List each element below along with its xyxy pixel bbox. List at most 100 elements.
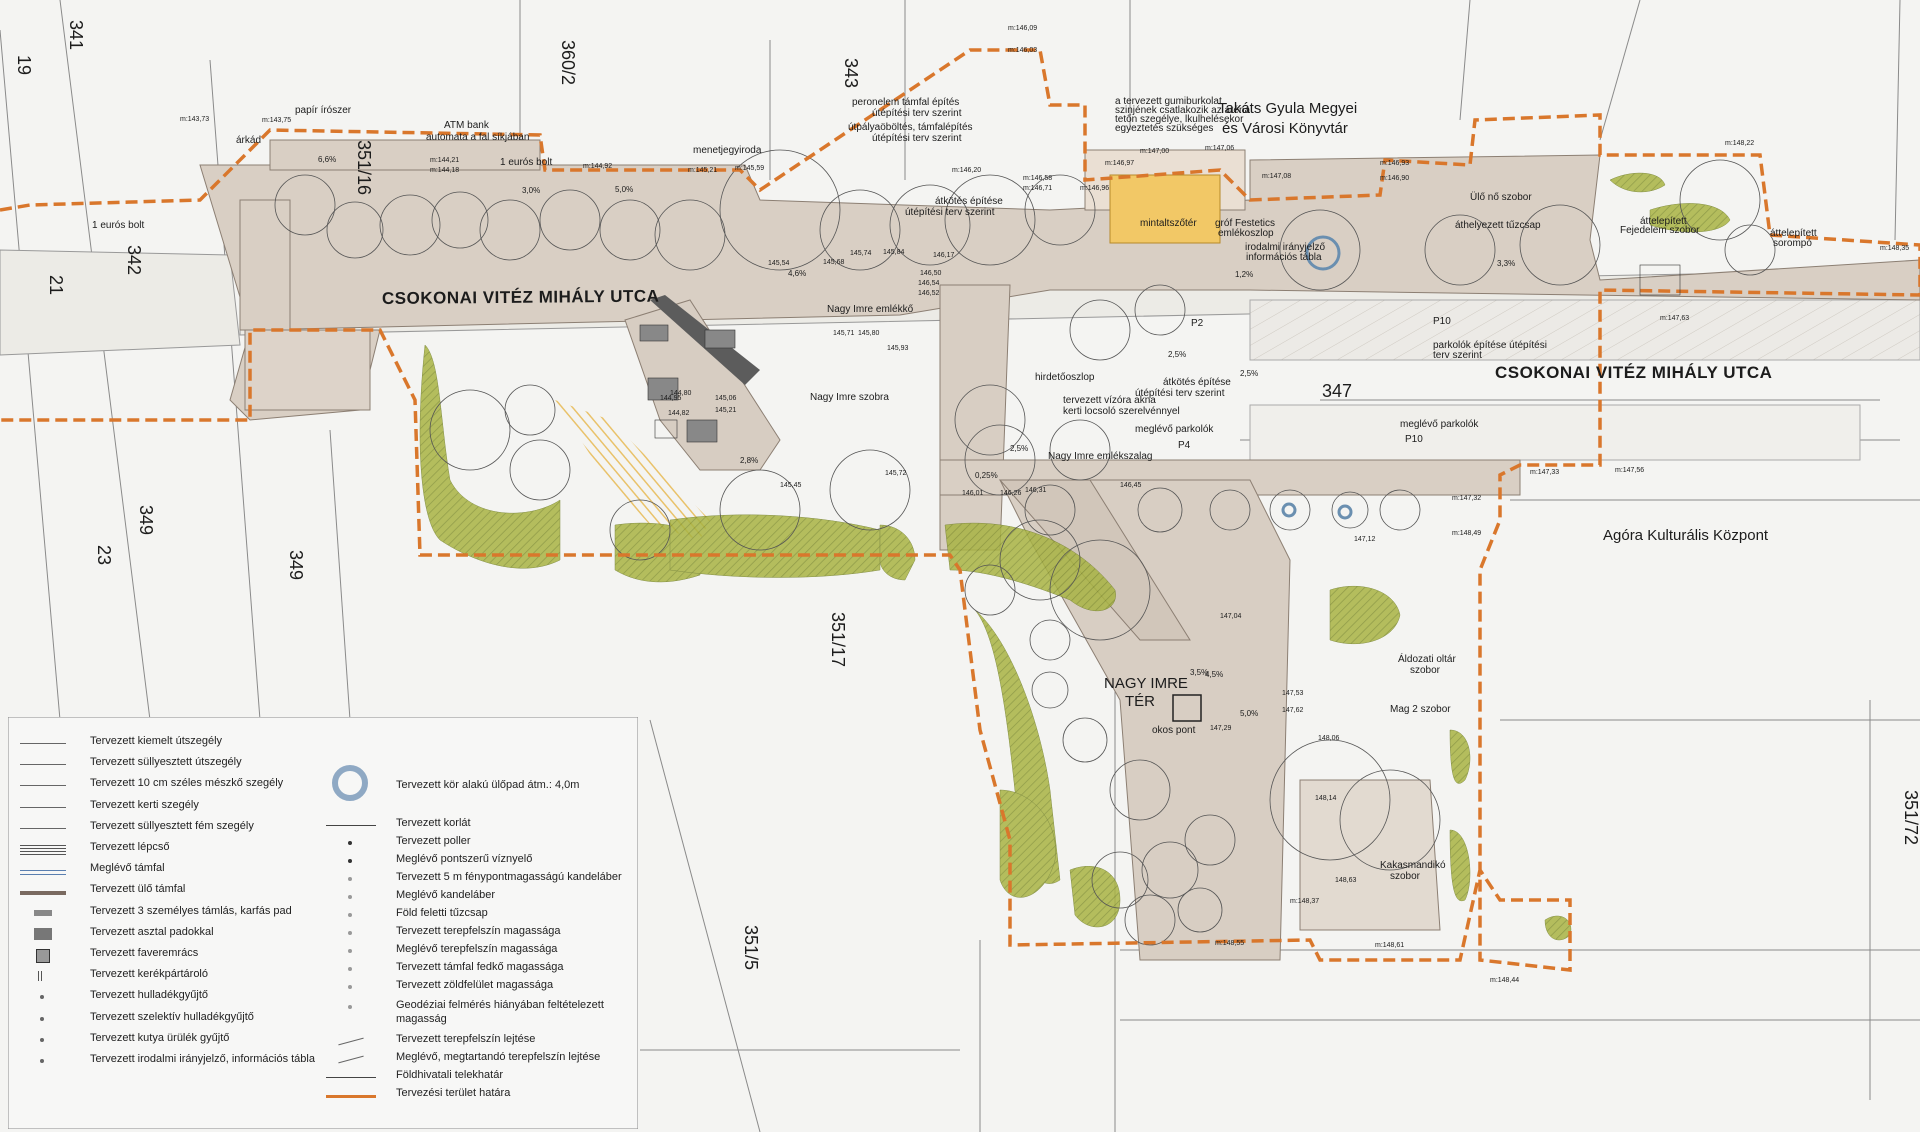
label-festetics2: emlékoszlop — [1218, 228, 1274, 239]
level-marker: m:143,75 — [262, 117, 291, 124]
label-meglevo-parkolok-p4: meglévő parkolók — [1135, 424, 1214, 435]
level-marker: 144,80 — [670, 390, 692, 397]
level-marker: 145,06 — [715, 395, 737, 402]
level-marker: m:143,73 — [180, 116, 209, 123]
label-euro-shop-1: 1 eurós bolt — [500, 157, 552, 168]
label-kakas1: Kakasmandikó — [1380, 860, 1446, 871]
agora-name: Agóra Kulturális Központ — [1603, 527, 1769, 544]
label-atm1: ATM bank — [444, 120, 490, 131]
level-marker: m:147,32 — [1452, 495, 1481, 502]
label-parkolo1: parkolók építése útépítési — [1433, 340, 1547, 351]
legend-item: Tervezett irodalmi irányjelző, informáci… — [90, 1053, 315, 1065]
level-marker: 146,31 — [1025, 487, 1047, 494]
slope-marker: 5,0% — [615, 185, 633, 194]
level-marker: 146,17 — [933, 252, 955, 259]
legend-symbol — [36, 949, 50, 963]
level-marker: 144,95 — [660, 395, 682, 402]
level-marker: 147,53 — [1282, 690, 1304, 697]
legend-symbol — [348, 967, 352, 971]
level-marker: 148,14 — [1315, 795, 1337, 802]
legend-symbol — [326, 1077, 376, 1078]
level-marker: 145,84 — [883, 249, 905, 256]
label-utpalya1: útpályaöböltés, támfalépítés — [848, 122, 973, 133]
label-vizora2: kerti locsoló szerelvénnyel — [1063, 406, 1180, 417]
plot-number: 349 — [136, 505, 156, 535]
legend-item: Tervezett támfal fedkő magassága — [396, 961, 564, 973]
level-marker: 145,54 — [768, 260, 790, 267]
legend-symbol — [348, 913, 352, 917]
plot-number: 21 — [46, 275, 66, 295]
legend-symbol — [348, 985, 352, 989]
legend-symbol — [20, 827, 66, 829]
legend-symbol — [332, 765, 368, 801]
legend-item: Tervezett süllyesztett fém szegély — [90, 819, 254, 832]
label-aldozati2: szobor — [1410, 665, 1441, 676]
legend-item: Tervezett kerékpártároló — [90, 968, 208, 981]
legend-symbol — [20, 870, 66, 876]
label-peron2: útépítési terv szerint — [872, 108, 962, 119]
legend-item: Tervezett süllyesztett útszegély — [90, 756, 242, 769]
library-name-line2: és Városi Könyvtár — [1222, 120, 1348, 137]
library-name-line1: Takáts Gyula Megyei — [1218, 100, 1357, 117]
label-meglevo-parkolok-p10: meglévő parkolók — [1400, 419, 1479, 430]
level-marker: 145,74 — [850, 250, 872, 257]
label-gumi3: tetőn szegélye, lkulhelésekor — [1115, 114, 1244, 125]
level-marker: 145,93 — [887, 345, 909, 352]
label-gumi1: a tervezett gumiburkolat — [1115, 96, 1222, 107]
label-arkad: árkád — [236, 135, 261, 146]
level-marker: m:146,20 — [952, 167, 981, 174]
legend-item: Meglévő kandeláber — [396, 889, 496, 901]
green-areas — [419, 172, 1731, 941]
label-p2: P2 — [1191, 318, 1204, 329]
level-marker: m:148,61 — [1375, 942, 1404, 949]
legend-symbol — [20, 806, 66, 808]
playground — [1109, 174, 1221, 244]
label-papir-iroszer: papír írószer — [295, 105, 352, 116]
level-marker: m:146,97 — [1105, 160, 1134, 167]
level-marker: m:148,35 — [1880, 245, 1909, 252]
slope-marker: 4,6% — [788, 269, 806, 278]
legend-item: Tervezett terepfelszín magassága — [396, 925, 561, 937]
legend-symbol — [40, 995, 44, 1000]
level-marker: m:146,03 — [1008, 47, 1037, 54]
plot-number: 351/16 — [354, 140, 374, 195]
label-vizora1: tervezett vízóra akna — [1063, 395, 1156, 406]
label-nagy-imre-emlekszalag: Nagy Imre emlékszalag — [1048, 451, 1152, 462]
tree-canopies — [274, 149, 1776, 946]
level-marker: 145,21 — [715, 407, 737, 414]
plot-number: 347 — [1322, 381, 1352, 401]
square-name-line2: TÉR — [1125, 693, 1155, 710]
legend-symbol — [20, 743, 66, 744]
label-utpalya2: útépítési terv szerint — [872, 133, 962, 144]
level-marker: m:145,21 — [688, 167, 717, 174]
legend-item: magasság — [396, 1013, 447, 1025]
legend-item: Meglévő, megtartandó terepfelszín lejtés… — [396, 1051, 601, 1063]
street-label-left: CSOKONAI VITÉZ MIHÁLY UTCA — [382, 287, 660, 308]
plot-number: 19 — [14, 55, 34, 75]
level-marker: m:148,49 — [1452, 530, 1481, 537]
level-marker: m:147,56 — [1615, 467, 1644, 474]
plot-number: 343 — [841, 58, 861, 88]
level-marker: m:146,96 — [1080, 185, 1109, 192]
slope-marker: 2,5% — [1010, 444, 1028, 453]
legend-item: Tervezett faveremrács — [90, 947, 199, 959]
label-atkotes4: útépítési terv szerint — [1135, 388, 1225, 399]
legend-symbol — [348, 895, 352, 899]
slope-marker: 2,8% — [740, 456, 758, 465]
level-marker: m:148,44 — [1490, 977, 1519, 984]
level-marker: m:144,92 — [583, 163, 612, 170]
label-euro-shop-2: 1 eurós bolt — [92, 220, 144, 231]
circular-benches — [1281, 235, 1353, 520]
legend-symbol — [20, 845, 66, 855]
legend-item: Geodéziai felmérés hiányában feltételeze… — [396, 999, 604, 1011]
legend-item: Tervezett kutya ürülék gyűjtő — [90, 1031, 230, 1044]
level-marker: 146,50 — [920, 270, 942, 277]
level-marker: m:146,58 — [1023, 175, 1052, 182]
label-nagy-imre-szobra: Nagy Imre szobra — [810, 392, 889, 403]
slope-marker: 4,5% — [1205, 670, 1223, 679]
slope-marker: 6,6% — [318, 155, 336, 164]
plot-number: 349 — [286, 550, 306, 580]
level-marker: m:146,71 — [1023, 185, 1052, 192]
level-marker: 146,01 — [962, 490, 984, 497]
level-marker: m:144,18 — [430, 167, 459, 174]
